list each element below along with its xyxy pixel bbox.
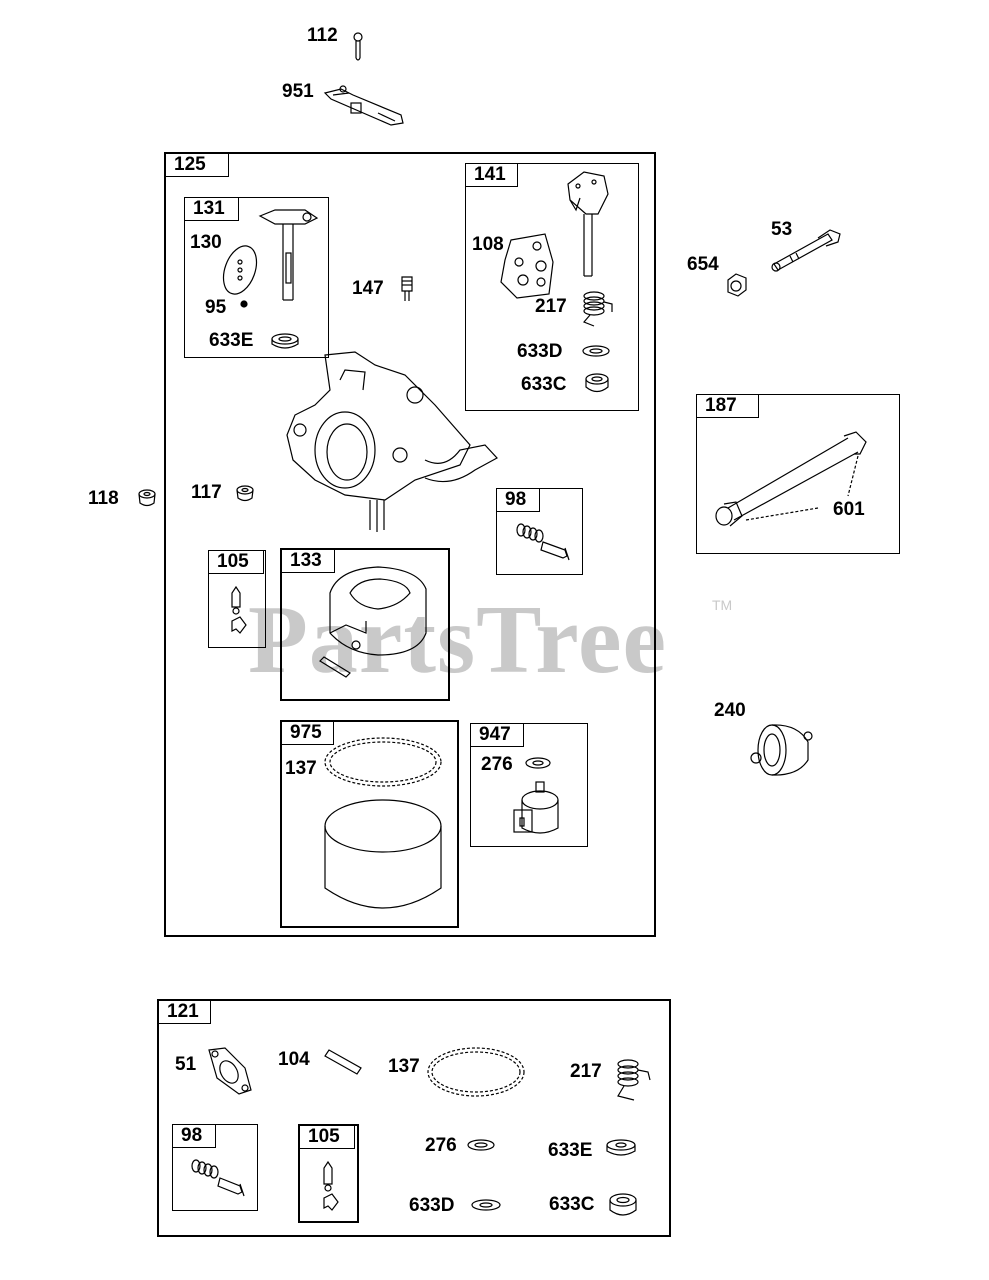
callout-276[interactable]: 276 [481,754,513,775]
washer-icon [271,333,299,349]
callout-633E[interactable]: 633E [209,330,254,351]
kit-141-box: 141 [465,163,639,411]
callout-601[interactable]: 601 [833,499,865,520]
throttle-plate-icon [222,245,258,295]
callout-147[interactable]: 147 [352,278,384,299]
kit-121-tag[interactable]: 121 [158,1000,211,1024]
callout-104[interactable]: 104 [278,1049,310,1070]
callout-654[interactable]: 654 [687,254,719,275]
kit-187-box: 187 [696,394,900,554]
callout-112[interactable]: 112 [307,25,338,46]
callout-137[interactable]: 137 [388,1056,420,1077]
spring-icon [617,1059,651,1101]
callout-276[interactable]: 276 [425,1135,457,1156]
callout-951[interactable]: 951 [282,81,314,102]
watermark-trademark: TM [712,597,733,613]
kit-187-tag[interactable]: 187 [696,394,759,418]
washer-icon [525,757,551,769]
callout-117[interactable]: 117 [191,482,222,503]
kit-975-box: 975 [280,720,459,928]
kit-121-98-tag[interactable]: 98 [172,1124,216,1148]
washer-icon [582,345,610,357]
choke-lever-icon [567,171,609,277]
idle-screw-icon [401,276,413,301]
spring-icon [582,291,613,327]
bushing-icon [236,485,254,502]
float-icon [319,566,427,678]
kit-98-tag[interactable]: 98 [496,488,540,512]
kit-121-105-box: 105 [298,1124,359,1223]
throttle-shaft-icon [258,209,319,301]
carburetor-body-icon [286,351,498,532]
kit-133-box: 133 [280,548,450,701]
callout-217[interactable]: 217 [535,296,567,317]
nut-icon [727,273,747,297]
callout-633D[interactable]: 633D [409,1195,455,1216]
solenoid-icon [513,781,559,834]
callout-633C[interactable]: 633C [521,374,567,395]
kit-105-box: 105 [208,550,266,648]
kit-121-98-box: 98 [172,1124,258,1211]
kit-141-tag[interactable]: 141 [465,163,518,187]
callout-633C[interactable]: 633C [549,1194,595,1215]
callout-633D[interactable]: 633D [517,341,563,362]
washer-icon [467,1139,495,1151]
float-bowl-icon [324,799,442,909]
bushing-icon [609,1193,637,1216]
bushing-icon [138,489,156,507]
watermark: PartsTree [248,586,667,694]
fuel-pipe-icon [771,229,841,272]
kit-105-tag[interactable]: 105 [208,550,264,574]
kit-121-box: 121 [157,999,671,1237]
washer-icon [471,1199,501,1211]
callout-240[interactable]: 240 [714,700,746,721]
kit-98-box: 98 [496,488,583,575]
kit-133-tag[interactable]: 133 [281,549,335,573]
needle-valve-icon [231,585,247,634]
kit-125-tag[interactable]: 125 [165,153,229,177]
mixture-screw-icon [191,1159,245,1197]
needle-valve-icon [323,1160,339,1211]
callout-108[interactable]: 108 [472,234,504,255]
kit-131-box: 131 [184,197,329,358]
washer-icon [606,1139,636,1156]
kit-121-105-tag[interactable]: 105 [299,1125,355,1149]
callout-95[interactable]: 95 [205,297,227,318]
gasket-icon [208,1047,252,1095]
kit-947-tag[interactable]: 947 [470,723,524,747]
mixture-screw-icon [516,523,570,561]
fuel-line-icon [715,431,867,527]
callout-51[interactable]: 51 [175,1054,197,1075]
screw-small-icon [240,300,248,308]
kit-125-box: 125 [164,152,656,937]
kit-947-box: 947 [470,723,588,847]
o-ring-icon [324,737,442,787]
kit-131-tag[interactable]: 131 [184,197,239,221]
o-ring-icon [427,1047,525,1097]
callout-137[interactable]: 137 [285,758,317,779]
gasket-icon [500,233,554,299]
callout-118[interactable]: 118 [88,488,119,509]
pin-icon [324,1049,362,1075]
callout-53[interactable]: 53 [771,219,793,240]
bushing-icon [585,373,609,393]
callout-130[interactable]: 130 [190,232,222,253]
primer-icon [750,724,813,776]
throttle-lever-icon [323,85,404,126]
screw-icon [353,32,363,61]
kit-975-tag[interactable]: 975 [281,721,334,745]
callout-217[interactable]: 217 [570,1061,602,1082]
callout-633E[interactable]: 633E [548,1140,593,1161]
